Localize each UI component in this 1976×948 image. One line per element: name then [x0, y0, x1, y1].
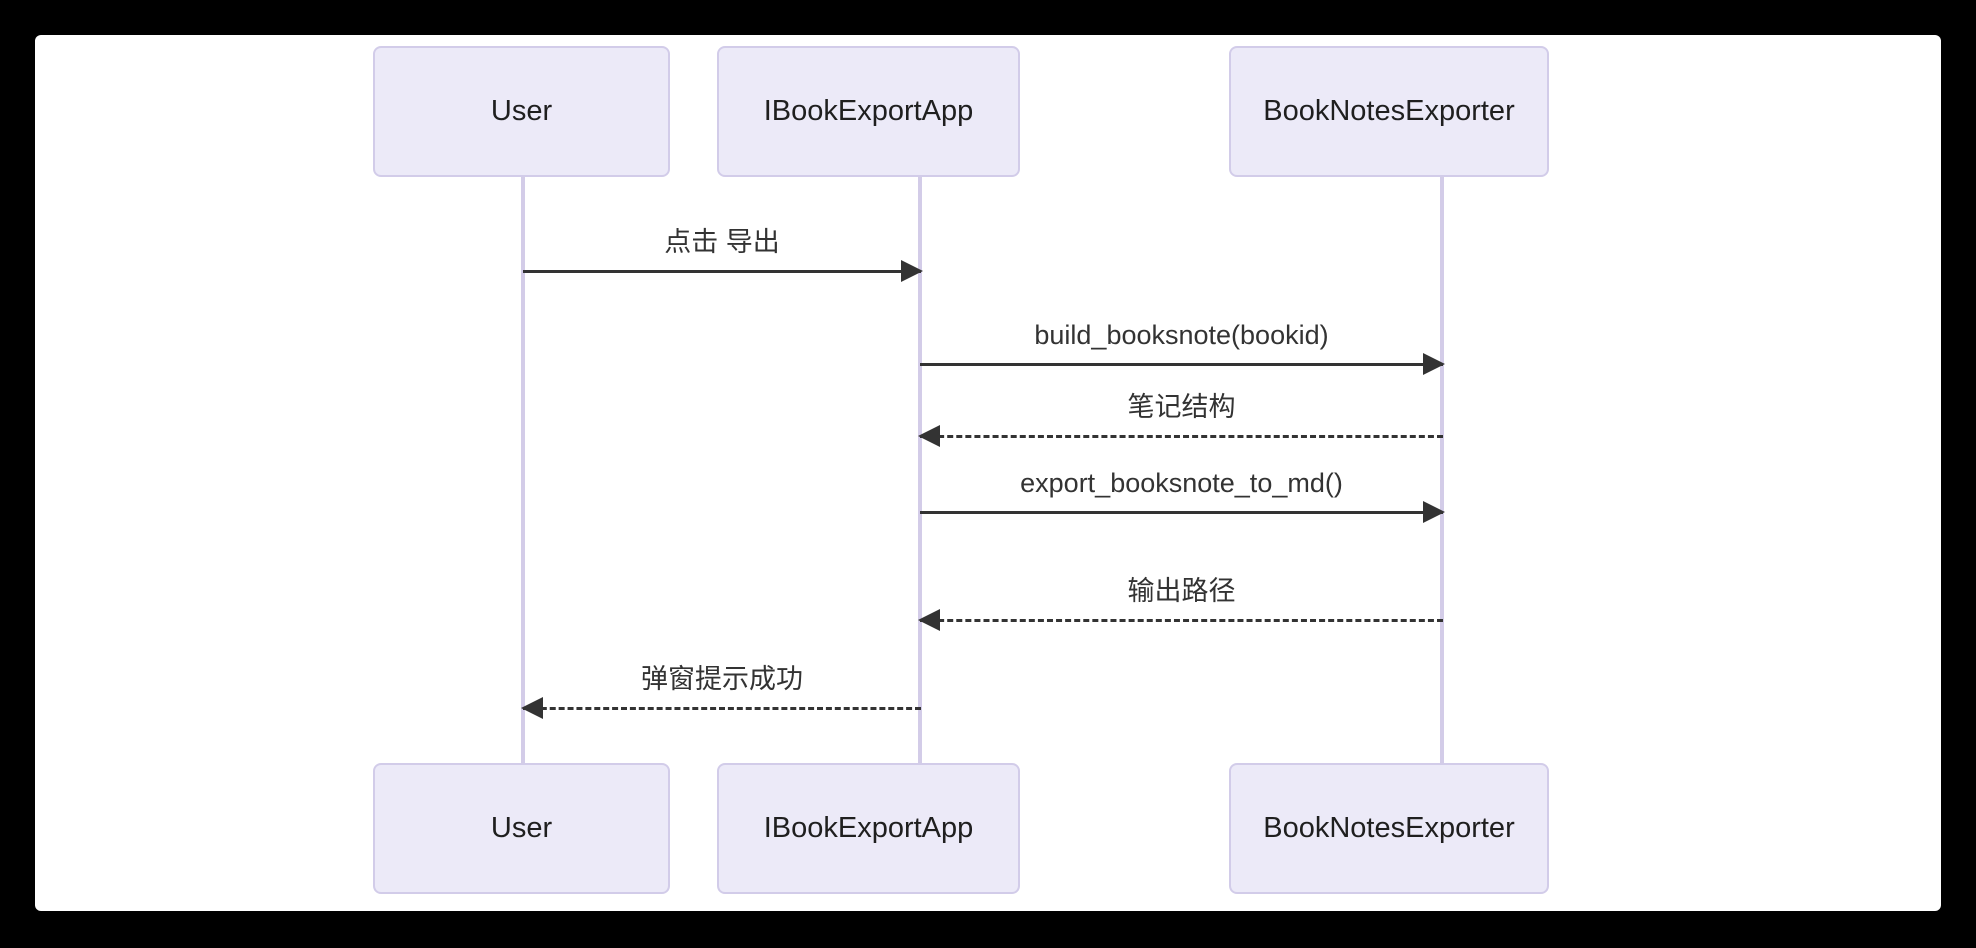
message-line-click-export [523, 270, 921, 273]
message-label-export-booksnote-to-md: export_booksnote_to_md() [1020, 467, 1343, 498]
arrowhead-right-icon [1423, 353, 1445, 375]
arrowhead-left-icon [918, 425, 940, 447]
message-label-click-export: 点击 导出 [664, 226, 780, 257]
arrowhead-right-icon [1423, 501, 1445, 523]
lifeline-user [521, 177, 525, 805]
message-line-note-structure [920, 435, 1443, 438]
message-label-build-booksnote: build_booksnote(bookid) [1034, 319, 1329, 350]
lifeline-booknotesexporter [1440, 177, 1444, 805]
participant-label-user-top: User [490, 95, 553, 127]
participant-label-booknotesexporter-bottom: BookNotesExporter [1263, 812, 1515, 844]
participant-box-booknotesexporter-bottom[interactable]: BookNotesExporter [1229, 763, 1549, 894]
arrowhead-left-icon [918, 609, 940, 631]
message-line-popup-success [523, 707, 921, 710]
arrowhead-right-icon [901, 260, 923, 282]
diagram-canvas: User IBookExportApp BookNotesExporter Us… [35, 35, 1941, 911]
message-label-output-path: 输出路径 [1127, 575, 1236, 606]
message-label-popup-success: 弹窗提示成功 [641, 663, 803, 694]
participant-label-user-bottom: User [490, 812, 553, 844]
participant-box-ibookexportapp-top[interactable]: IBookExportApp [717, 46, 1020, 177]
message-line-build-booksnote [920, 363, 1443, 366]
participant-label-ibookexportapp-bottom: IBookExportApp [763, 812, 974, 844]
lifeline-ibookexportapp [918, 177, 922, 805]
message-line-export-booksnote-to-md [920, 511, 1443, 514]
participant-label-ibookexportapp-top: IBookExportApp [763, 95, 974, 127]
participant-box-ibookexportapp-bottom[interactable]: IBookExportApp [717, 763, 1020, 894]
participant-box-user-top[interactable]: User [373, 46, 670, 177]
sequence-diagram: User IBookExportApp BookNotesExporter Us… [35, 35, 1941, 911]
participant-box-user-bottom[interactable]: User [373, 763, 670, 894]
message-line-output-path [920, 619, 1443, 622]
participant-label-booknotesexporter-top: BookNotesExporter [1263, 95, 1515, 127]
message-label-note-structure: 笔记结构 [1127, 391, 1236, 422]
participant-box-booknotesexporter-top[interactable]: BookNotesExporter [1229, 46, 1549, 177]
arrowhead-left-icon [521, 697, 543, 719]
